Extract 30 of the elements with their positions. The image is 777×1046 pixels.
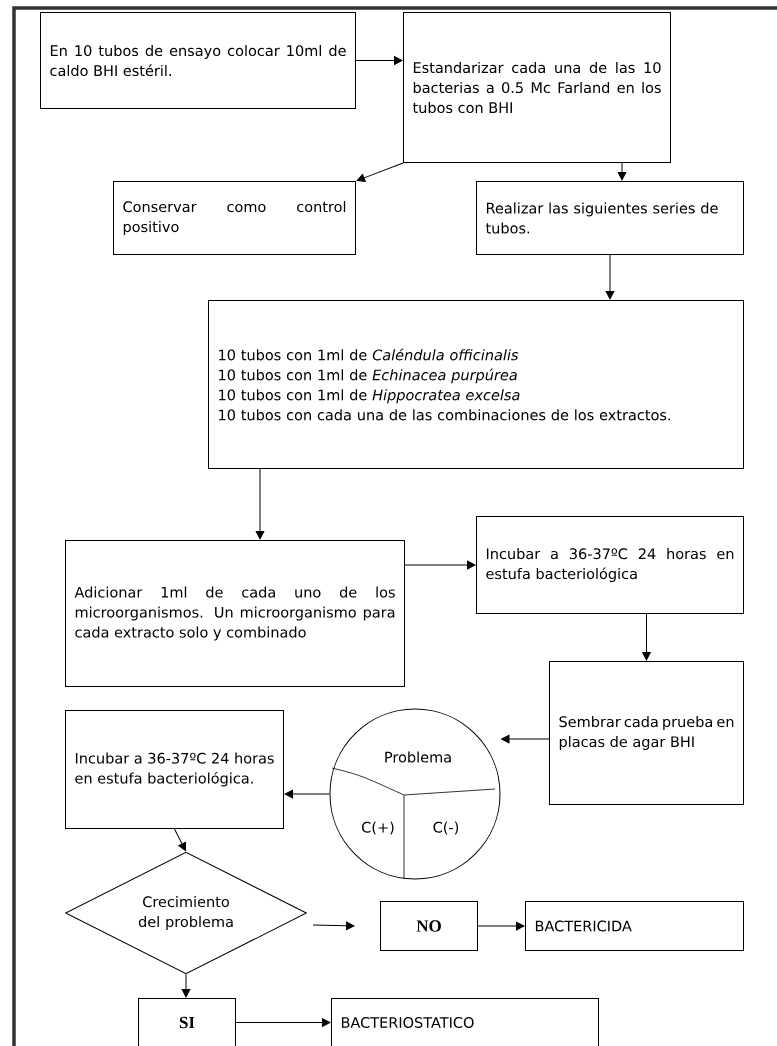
- process-box: Conservar como control positivo: [113, 181, 356, 255]
- arrow: [255, 468, 265, 540]
- dish-label: Problema: [382, 750, 454, 764]
- arrow: [617, 162, 627, 181]
- process-box: Adicionar 1ml de cada uno de los microorganismos. Un microorganismo para cada extracto solo y combinado: [65, 540, 405, 687]
- arrow: [284, 789, 330, 799]
- process-box: Sembrar cada prueba en placas de agar BHI: [549, 661, 744, 805]
- arrow: [404, 560, 476, 570]
- arrow: [605, 254, 615, 300]
- process-box: SI: [138, 998, 236, 1046]
- process-box: Realizar las siguientes series de tubos.: [476, 181, 744, 255]
- process-box: En 10 tubos de ensayo colocar 10ml de caldo BHI estéril.: [40, 12, 356, 109]
- arrow: [356, 162, 404, 182]
- dish-label: C(+): [360, 820, 396, 836]
- arrow: [501, 734, 550, 744]
- process-box: Estandarizar cada una de las 10 bacterias a 0.5 Mc Farland en los tubos con BHI: [403, 12, 671, 163]
- process-box: NO: [380, 901, 478, 951]
- arrow: [235, 1018, 331, 1027]
- process-box: 10 tubos con 1ml de Caléndula officinalis 10 tubos con 1ml de Echinacea purpúrea 10 tubos con 1ml de Hippocratea excelsa 10 tubos con cada una de las combinaciones de los extractos.: [208, 300, 744, 469]
- process-box: Incubar a 36-37ºC 24 horas en estufa bacteriológica: [476, 516, 744, 614]
- process-box: BACTERIOSTATICO: [331, 998, 599, 1046]
- process-box: Incubar a 36-37ºC 24 horas en estufa bacteriológica.: [65, 710, 284, 829]
- process-box: BACTERICIDA: [525, 901, 744, 951]
- arrow: [642, 613, 651, 661]
- arrow: [181, 974, 191, 998]
- arrow: [174, 828, 187, 851]
- arrow: [477, 921, 525, 931]
- dish-label: C(-): [431, 820, 461, 836]
- arrow: [355, 56, 403, 65]
- arrow: [312, 921, 355, 931]
